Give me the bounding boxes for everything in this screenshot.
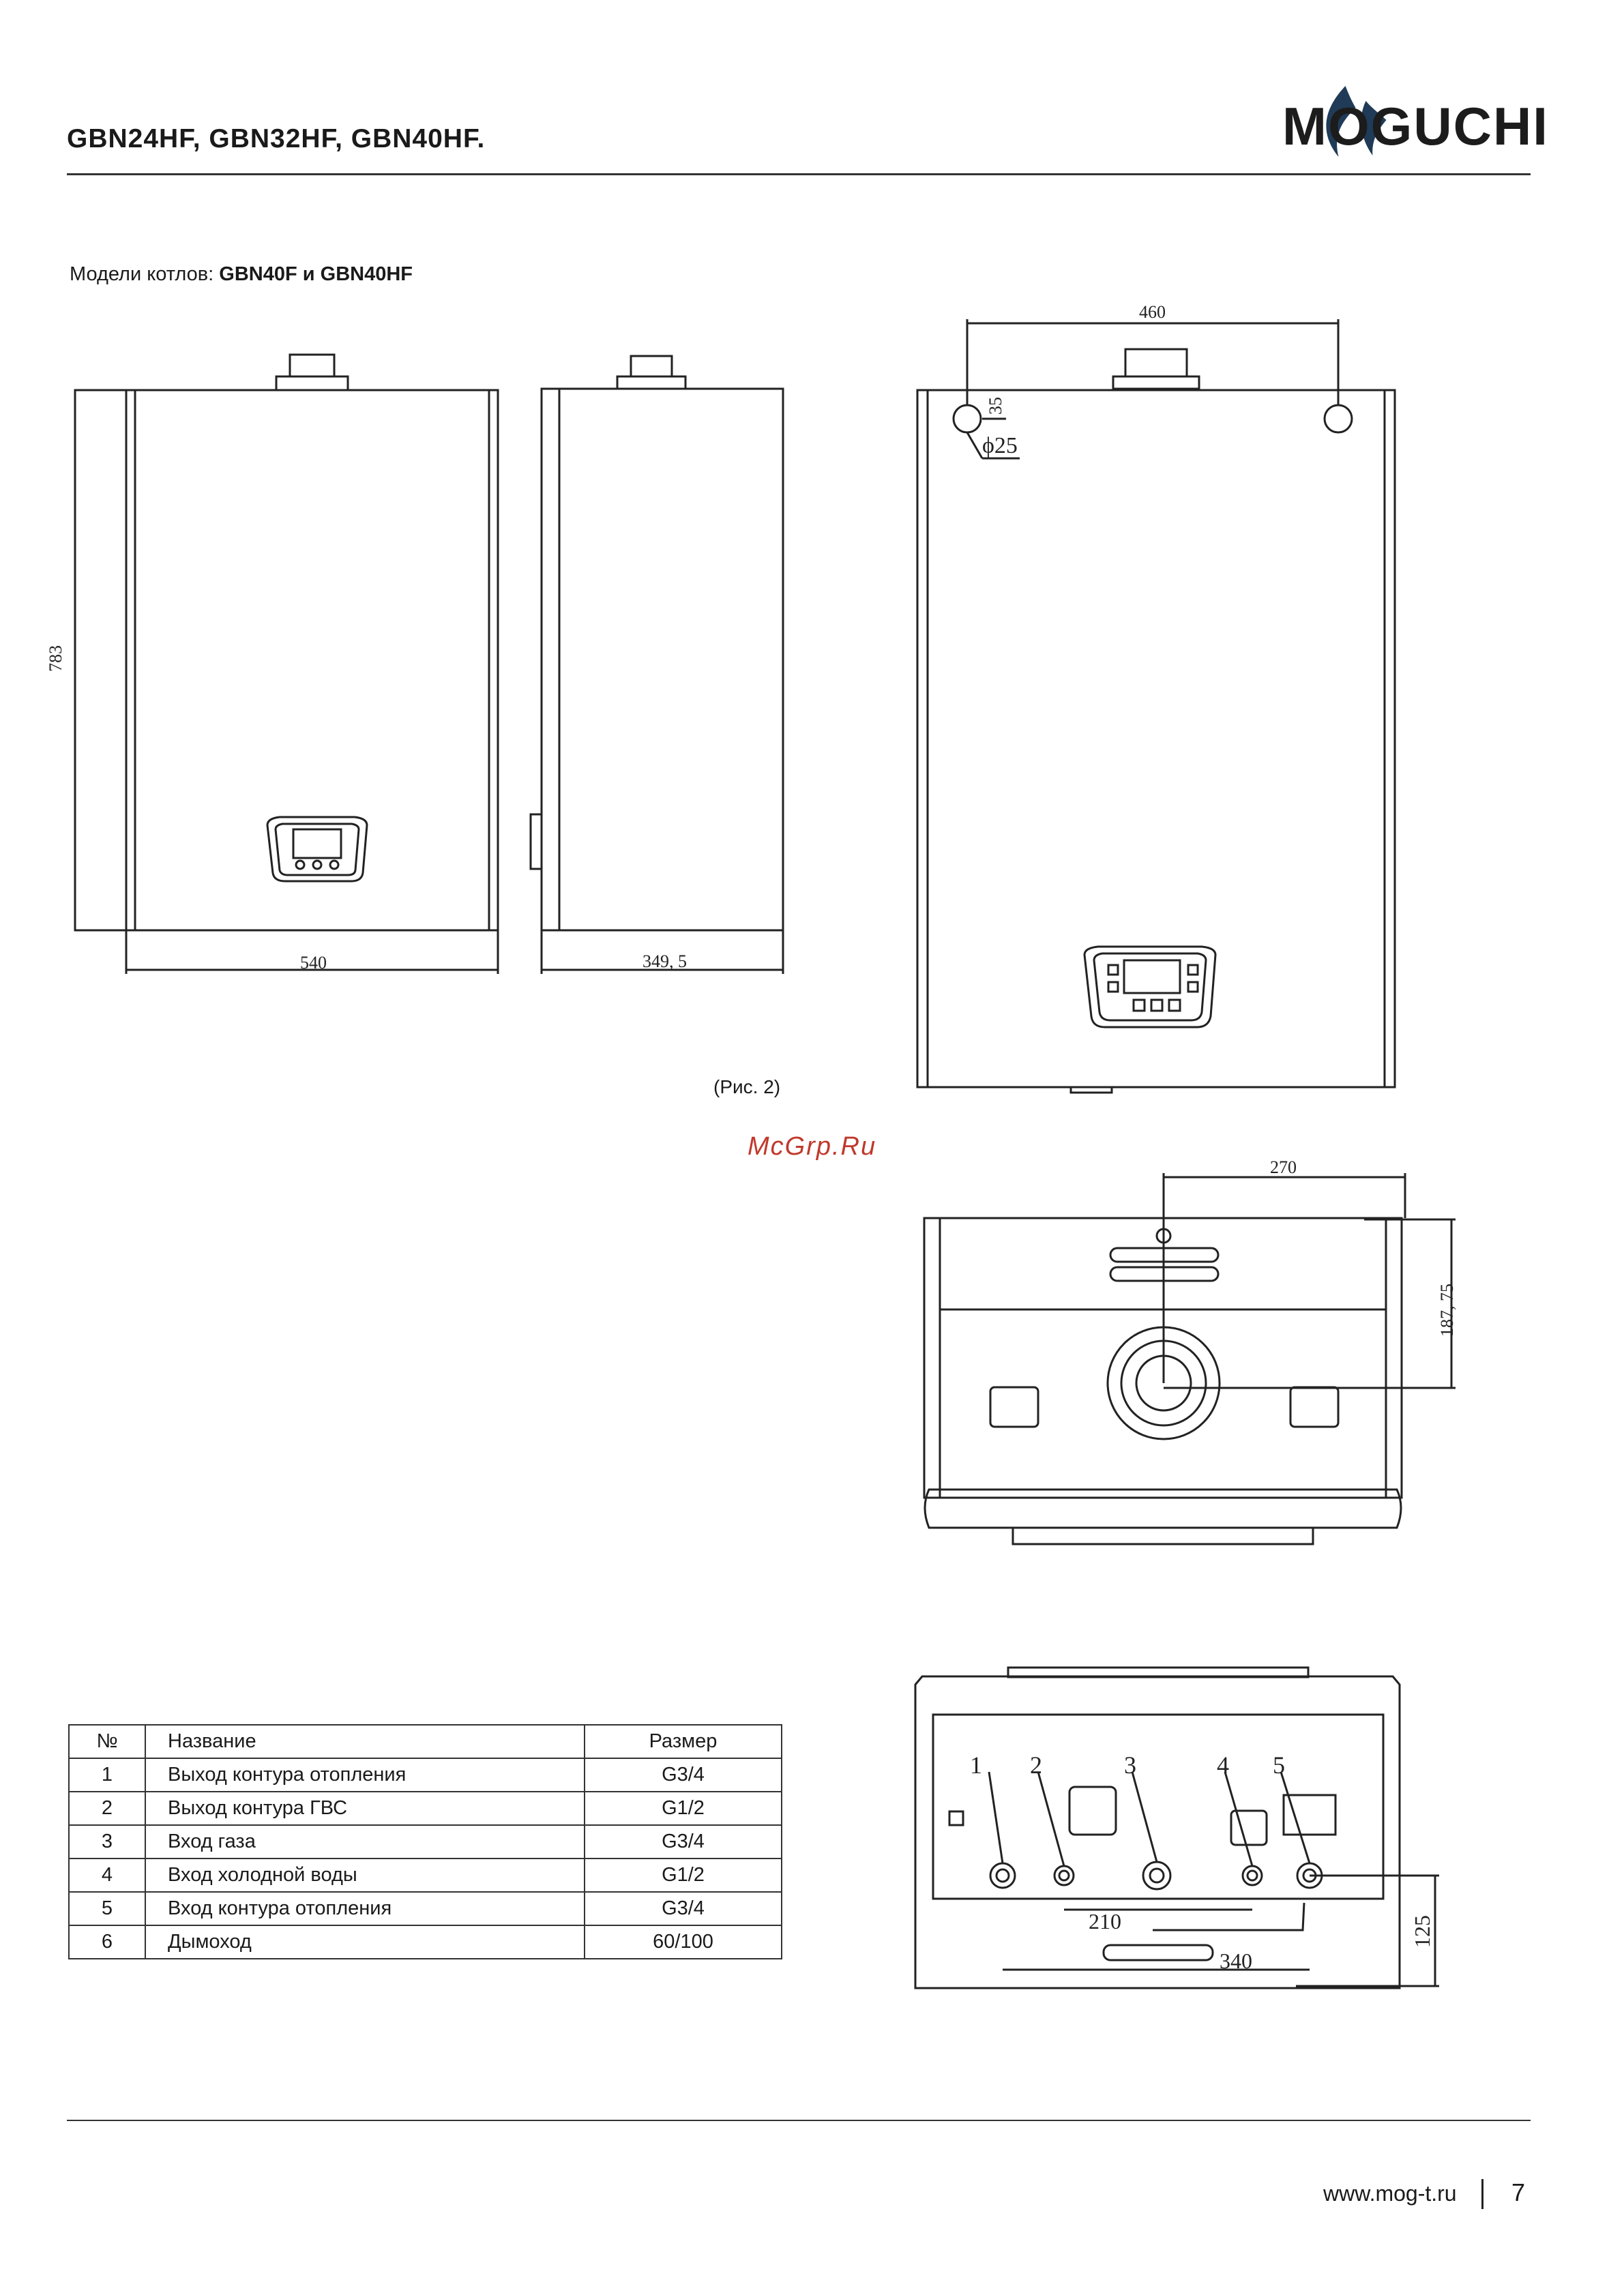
header-divider xyxy=(67,173,1531,175)
page-number: 7 xyxy=(1511,2178,1526,2206)
dim-pipe-span-b: 340 xyxy=(1220,1949,1252,1973)
dim-pipe-height: 125 xyxy=(1410,1915,1434,1948)
table-cell-name: Вход газа xyxy=(145,1824,585,1859)
footer-separator xyxy=(1481,2179,1483,2209)
dim-width: 540 xyxy=(300,953,327,973)
top-view-drawing xyxy=(923,1173,1456,1545)
table-header-row: № Название Размер xyxy=(68,1724,782,1759)
dim-flue-offset-y: 187, 75 xyxy=(1437,1284,1457,1337)
table-header-number: № xyxy=(68,1724,146,1759)
table-row: 6 Дымоход 60/100 xyxy=(68,1925,782,1959)
table-cell-number: 3 xyxy=(68,1824,146,1859)
table-cell-name: Выход контура ГВС xyxy=(145,1791,585,1826)
dim-pipe-span-a: 210 xyxy=(1089,1909,1121,1934)
table-row: 5 Вход контура отопления G3/4 xyxy=(68,1891,782,1926)
footer-divider xyxy=(67,2120,1531,2121)
bottom-view-drawing xyxy=(914,1666,1439,1989)
table-row: 1 Выход контура отопления G3/4 xyxy=(68,1758,782,1792)
footer-website-link[interactable]: www.mog-t.ru xyxy=(1323,2181,1457,2206)
connection-label-4: 4 xyxy=(1217,1751,1229,1779)
watermark: McGrp.Ru xyxy=(748,1132,877,1161)
table-cell-name: Вход холодной воды xyxy=(145,1858,585,1893)
table-cell-number: 2 xyxy=(68,1791,146,1826)
table-row: 4 Вход холодной воды G1/2 xyxy=(68,1858,782,1893)
dim-depth: 349, 5 xyxy=(643,951,687,971)
table-header-size: Размер xyxy=(584,1724,782,1759)
table-cell-number: 4 xyxy=(68,1858,146,1893)
rear-view-drawing xyxy=(916,319,1396,1094)
dim-mount-span: 460 xyxy=(1139,302,1166,322)
figure-caption: (Рис. 2) xyxy=(713,1076,781,1097)
front-view-drawing xyxy=(74,353,499,974)
table-cell-size: G1/2 xyxy=(584,1791,782,1826)
table-row: 3 Вход газа G3/4 xyxy=(68,1824,782,1859)
table-cell-number: 5 xyxy=(68,1891,146,1926)
models-value: GBN40F и GBN40HF xyxy=(219,263,413,285)
table-cell-size: 60/100 xyxy=(584,1925,782,1959)
table-cell-size: G3/4 xyxy=(584,1891,782,1926)
connection-label-5: 5 xyxy=(1273,1751,1285,1779)
document-title: GBN24HF, GBN32HF, GBN40HF. xyxy=(67,124,486,153)
brand-name: MOGUCHI xyxy=(1282,96,1549,156)
dim-mount-offset: 35 xyxy=(986,397,1005,415)
models-label: Модели котлов: xyxy=(70,263,220,285)
dim-mount-diameter: ϕ25 xyxy=(982,433,1018,458)
dim-flue-offset-x: 270 xyxy=(1270,1157,1297,1177)
table-cell-name: Вход контура отопления xyxy=(145,1891,585,1926)
connection-label-3: 3 xyxy=(1124,1751,1136,1779)
connection-label-1: 1 xyxy=(970,1751,982,1779)
connection-label-2: 2 xyxy=(1030,1751,1042,1779)
moguchi-flame-logo-icon xyxy=(1326,86,1387,157)
table-cell-number: 1 xyxy=(68,1758,146,1792)
table-cell-size: G1/2 xyxy=(584,1858,782,1893)
table-cell-number: 6 xyxy=(68,1925,146,1959)
side-view-drawing xyxy=(529,355,784,974)
table-cell-name: Дымоход xyxy=(145,1925,585,1959)
models-line: Модели котлов: GBN40F и GBN40HF xyxy=(70,263,413,286)
table-cell-size: G3/4 xyxy=(584,1758,782,1792)
dim-height: 783 xyxy=(46,645,65,672)
table-header-name: Название xyxy=(145,1724,585,1759)
table-row: 2 Выход контура ГВС G1/2 xyxy=(68,1791,782,1826)
table-cell-name: Выход контура отопления xyxy=(145,1758,585,1792)
table-cell-size: G3/4 xyxy=(584,1824,782,1859)
connections-table: № Название Размер 1 Выход контура отопле… xyxy=(68,1724,782,1959)
